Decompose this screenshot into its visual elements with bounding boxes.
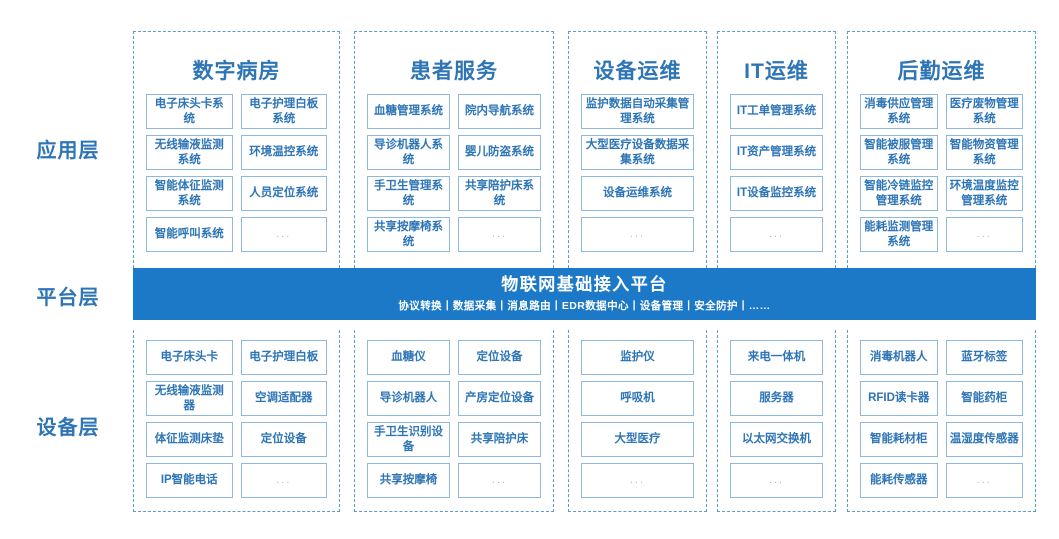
platform-title: 物联网基础接入平台 <box>501 274 668 294</box>
cell-item[interactable]: 电子护理白板系统 <box>240 94 327 129</box>
cell-item[interactable]: 婴儿防盗系统 <box>458 135 541 170</box>
column-2: 患者服务血糖管理系统院内导航系统导诊机器人系统婴儿防盗系统手卫生管理系统共享陪护… <box>354 31 554 268</box>
cell-item[interactable]: 消毒供应管理系统 <box>860 94 938 129</box>
cell-item[interactable]: 无线输液监测器 <box>146 381 233 416</box>
cell-item[interactable]: 环境温度监控管理系统 <box>945 176 1023 211</box>
column-4: IT运维 IT工单管理系统 IT资产管理系统 IT设备监控系统... <box>717 31 836 268</box>
cell-ellipsis[interactable]: ... <box>458 217 541 252</box>
cell-item[interactable]: 智能冷链监控管理系统 <box>860 176 938 211</box>
cell-item[interactable]: 导诊机器人 <box>367 381 450 416</box>
cell-item[interactable]: 电子护理白板 <box>240 340 327 375</box>
cell-item[interactable]: 体征监测床垫 <box>146 422 233 457</box>
cell-item[interactable]: 智能呼叫系统 <box>146 217 233 252</box>
cell-ellipsis[interactable]: ... <box>240 217 327 252</box>
column-cell-grid: 来电一体机服务器以太网交换机... <box>718 330 835 498</box>
column-title: 数字病房 <box>192 60 281 83</box>
cell-item[interactable]: 智能药柜 <box>945 381 1023 416</box>
cell-item[interactable]: 手卫生管理系统 <box>367 176 450 211</box>
cell-ellipsis[interactable]: ... <box>730 217 823 252</box>
cell-item[interactable]: RFID读卡器 <box>860 381 938 416</box>
column-5: 后勤运维消毒供应管理系统医疗废物管理系统智能被服管理系统智能物资管理系统智能冷链… <box>847 31 1036 268</box>
column-cell-grid: 血糖管理系统院内导航系统导诊机器人系统婴儿防盗系统手卫生管理系统共享陪护床系统共… <box>355 94 553 252</box>
column-cell-grid: 监护仪呼吸机大型医疗... <box>569 330 706 498</box>
cell-ellipsis[interactable]: ... <box>240 463 327 498</box>
cell-item[interactable]: IT工单管理系统 <box>730 94 823 129</box>
cell-item[interactable]: 血糖管理系统 <box>367 94 450 129</box>
cell-item[interactable]: 产房定位设备 <box>458 381 541 416</box>
cell-item[interactable]: 院内导航系统 <box>458 94 541 129</box>
column-3: 监护仪呼吸机大型医疗... <box>568 330 707 512</box>
cell-item[interactable]: 大型医疗 <box>581 422 694 457</box>
column-cell-grid: 监护数据自动采集管理系统大型医疗设备数据采集系统设备运维系统... <box>569 94 706 252</box>
cell-item[interactable]: 服务器 <box>730 381 823 416</box>
cell-item[interactable]: 蓝牙标签 <box>945 340 1023 375</box>
cell-item[interactable]: 环境温控系统 <box>240 135 327 170</box>
column-4: 来电一体机服务器以太网交换机... <box>717 330 836 512</box>
column-cell-grid: 电子床头卡系统电子护理白板系统无线输液监测系统环境温控系统智能体征监测系统人员定… <box>134 94 339 252</box>
cell-item[interactable]: 导诊机器人系统 <box>367 135 450 170</box>
layer-label-device: 设备层 <box>36 417 100 439</box>
cell-item[interactable]: 手卫生识别设备 <box>367 422 450 457</box>
column-cell-grid: 血糖仪定位设备导诊机器人产房定位设备手卫生识别设备共享陪护床共享按摩椅... <box>355 330 553 498</box>
cell-item[interactable]: 能耗监测管理系统 <box>860 217 938 252</box>
platform-band: 物联网基础接入平台 协议转换丨数据采集丨消息路由丨EDR数据中心丨设备管理丨安全… <box>133 268 1036 320</box>
cell-ellipsis[interactable]: ... <box>945 217 1023 252</box>
column-title: 设备运维 <box>593 60 682 83</box>
cell-item[interactable]: 监护仪 <box>581 340 694 375</box>
cell-item[interactable]: 来电一体机 <box>730 340 823 375</box>
cell-item[interactable]: 大型医疗设备数据采集系统 <box>581 135 694 170</box>
cell-item[interactable]: 智能耗材柜 <box>860 422 938 457</box>
application-layer-row: 数字病房电子床头卡系统电子护理白板系统无线输液监测系统环境温控系统智能体征监测系… <box>133 31 1036 268</box>
cell-item[interactable]: 共享陪护床系统 <box>458 176 541 211</box>
column-cell-grid: IT工单管理系统 IT资产管理系统 IT设备监控系统... <box>718 94 835 252</box>
column-3: 设备运维监护数据自动采集管理系统大型医疗设备数据采集系统设备运维系统... <box>568 31 707 268</box>
cell-ellipsis[interactable]: ... <box>730 463 823 498</box>
cell-ellipsis[interactable]: ... <box>581 463 694 498</box>
cell-item[interactable]: IT资产管理系统 <box>730 135 823 170</box>
column-title: 患者服务 <box>410 60 498 83</box>
column-title: IT运维 <box>744 60 809 83</box>
column-title: 后勤运维 <box>897 60 986 83</box>
cell-item[interactable]: 能耗传感器 <box>860 463 938 498</box>
cell-item[interactable]: 人员定位系统 <box>240 176 327 211</box>
cell-item[interactable]: IT设备监控系统 <box>730 176 823 211</box>
cell-item[interactable]: 智能体征监测系统 <box>146 176 233 211</box>
cell-item[interactable]: 智能被服管理系统 <box>860 135 938 170</box>
platform-subtitle: 协议转换丨数据采集丨消息路由丨EDR数据中心丨设备管理丨安全防护丨…… <box>398 300 771 313</box>
cell-item[interactable]: 电子床头卡 <box>146 340 233 375</box>
cell-item[interactable]: 共享陪护床 <box>458 422 541 457</box>
cell-item[interactable]: 共享按摩椅 <box>367 463 450 498</box>
layer-label-platform: 平台层 <box>36 287 100 309</box>
cell-item[interactable]: 医疗废物管理系统 <box>945 94 1023 129</box>
cell-item[interactable]: 电子床头卡系统 <box>146 94 233 129</box>
column-cell-grid: 消毒供应管理系统医疗废物管理系统智能被服管理系统智能物资管理系统智能冷链监控管理… <box>848 94 1035 252</box>
cell-item[interactable]: 以太网交换机 <box>730 422 823 457</box>
cell-ellipsis[interactable]: ... <box>581 217 694 252</box>
layer-label-application: 应用层 <box>36 140 100 162</box>
cell-item[interactable]: 共享按摩椅系统 <box>367 217 450 252</box>
cell-item[interactable]: 呼吸机 <box>581 381 694 416</box>
cell-ellipsis[interactable]: ... <box>458 463 541 498</box>
cell-item[interactable]: 智能物资管理系统 <box>945 135 1023 170</box>
column-1: 数字病房电子床头卡系统电子护理白板系统无线输液监测系统环境温控系统智能体征监测系… <box>133 31 340 268</box>
cell-item[interactable]: 定位设备 <box>458 340 541 375</box>
cell-item[interactable]: 无线输液监测系统 <box>146 135 233 170</box>
cell-ellipsis[interactable]: ... <box>945 463 1023 498</box>
cell-item[interactable]: 定位设备 <box>240 422 327 457</box>
cell-item[interactable]: 消毒机器人 <box>860 340 938 375</box>
cell-item[interactable]: 监护数据自动采集管理系统 <box>581 94 694 129</box>
cell-item[interactable]: 设备运维系统 <box>581 176 694 211</box>
cell-item[interactable]: 血糖仪 <box>367 340 450 375</box>
cell-item[interactable]: 温湿度传感器 <box>945 422 1023 457</box>
cell-item[interactable]: 空调适配器 <box>240 381 327 416</box>
column-2: 血糖仪定位设备导诊机器人产房定位设备手卫生识别设备共享陪护床共享按摩椅... <box>354 330 554 512</box>
cell-item[interactable]: IP智能电话 <box>146 463 233 498</box>
